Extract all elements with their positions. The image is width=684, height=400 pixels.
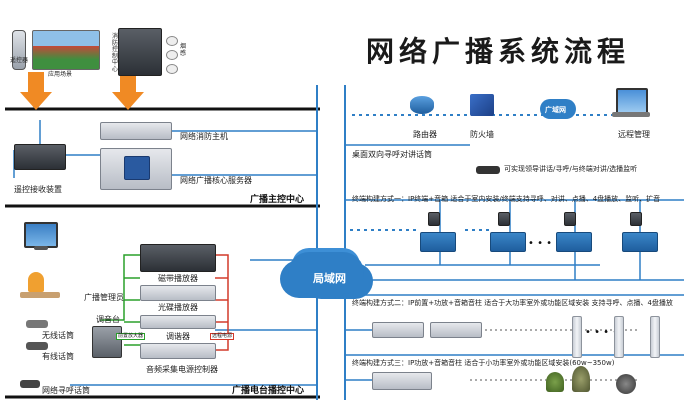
speaker-box <box>498 212 510 226</box>
collector-label: 音频采集电源控制器 <box>146 365 218 374</box>
speaker-box <box>630 212 642 226</box>
ip-amplifier-device <box>372 372 432 390</box>
wan-cloud <box>540 99 576 119</box>
core-server-label: 网络广播核心服务器 <box>180 176 252 185</box>
speaker-box <box>564 212 576 226</box>
collector-device <box>140 343 216 359</box>
remote-control-icon <box>12 30 26 70</box>
mode3-label: 终端构建方式三：IP功放+音箱音柱 适合于小功率室外或功能区域安装(60w~35… <box>352 359 615 367</box>
ip-terminal-3 <box>556 232 592 252</box>
admin-label: 广播管理员 <box>84 293 124 302</box>
tape-player-label: 磁带播放器 <box>158 274 198 283</box>
laptop-base <box>612 112 650 117</box>
ip-terminal-2 <box>490 232 526 252</box>
ip-preamp-device <box>372 322 424 338</box>
tuner-label: 调谐器 <box>166 332 190 341</box>
orange-arrow-left <box>20 72 52 110</box>
mixer-device <box>92 326 122 358</box>
firewall-label: 防火墙 <box>470 130 494 139</box>
smoke-label: 烟感 <box>180 43 187 57</box>
remote-label: 遥控器 <box>10 57 29 64</box>
remote-receiver-device <box>14 144 66 170</box>
page-title: 网络广播系统流程 <box>366 35 631 68</box>
router-icon <box>410 96 434 114</box>
venue-label: 应用场景 <box>48 71 73 78</box>
amplifier-device <box>430 322 482 338</box>
main-center-label: 广播主控中心 <box>250 195 305 205</box>
lan-label: 局域网 <box>313 272 346 285</box>
speaker-box <box>428 212 440 226</box>
desk-call-label: 桌面双向寻呼对讲话筒 <box>352 150 432 159</box>
wired-mic-label: 有线话筒 <box>42 352 74 361</box>
fire-host-label: 网络消防主机 <box>180 132 228 141</box>
smoke-detector-icon <box>166 64 178 74</box>
laptop-icon <box>616 88 648 114</box>
orange-arrow-right <box>112 72 144 110</box>
smoke-detector-icon <box>166 50 178 60</box>
mode2-label: 终端构建方式二：IP前置+功放+音箱音柱 适合于大功率室外或功能区域安装 支持寻… <box>352 299 673 307</box>
server-screen <box>124 156 150 180</box>
smoke-detector-icon <box>166 36 178 46</box>
computer-stand <box>34 246 48 250</box>
column-speaker <box>614 316 624 358</box>
remote-mgmt-label: 远程管理 <box>618 130 650 139</box>
mixer-label: 调音台 <box>96 315 120 324</box>
remote-receiver-label: 遥控接收装置 <box>14 185 62 194</box>
wireless-mic-icon <box>26 320 48 328</box>
preamp-label: 前置放大器 <box>116 333 146 340</box>
svg-text:• • • •: • • • • <box>528 238 561 249</box>
tuner-device <box>140 315 216 329</box>
admin-person-icon <box>28 272 44 292</box>
venue-image <box>32 30 100 70</box>
wired-mic-icon <box>26 342 48 350</box>
mode1-label: 终端构建方式一：IP终端+音箱 适合于室内安装/终端支持寻呼、对讲、点播、4盘播… <box>352 195 661 203</box>
admin-desk <box>20 292 60 298</box>
cd-player-device <box>140 285 216 301</box>
router-label: 路由器 <box>413 130 437 139</box>
wan-label: 广域网 <box>545 106 566 114</box>
fire-control-cabinet <box>118 28 162 76</box>
fire-control-label: 消防控制中心 <box>112 33 119 73</box>
column-speaker <box>650 316 660 358</box>
pager-mic-icon <box>20 380 40 388</box>
lan-cloud <box>288 252 364 294</box>
ip-terminal-1 <box>420 232 456 252</box>
lawn-speaker-icon <box>572 366 590 392</box>
lawn-speaker-icon <box>546 372 564 392</box>
station-center-label: 广播电台播控中心 <box>232 386 305 396</box>
svg-text:• • • •: • • • • <box>585 327 618 338</box>
pager-label: 网络寻呼话筒 <box>42 386 90 395</box>
lawn-speaker-icon <box>616 374 636 394</box>
wireless-mic-label: 无线话筒 <box>42 331 74 340</box>
ip-terminal-4 <box>622 232 658 252</box>
intercom-note: 可实现领导讲话/寻呼/与终端对讲/选播监听 <box>504 165 638 173</box>
tape-player-device <box>140 244 216 272</box>
column-speaker <box>572 316 582 358</box>
fire-host-device <box>100 122 172 140</box>
cd-player-label: 光碟播放器 <box>158 303 198 312</box>
desk-mic-icon <box>476 166 500 174</box>
remote-power-label: 远程电源 <box>210 333 235 340</box>
firewall-icon <box>470 94 494 116</box>
computer-monitor-icon <box>24 222 58 248</box>
